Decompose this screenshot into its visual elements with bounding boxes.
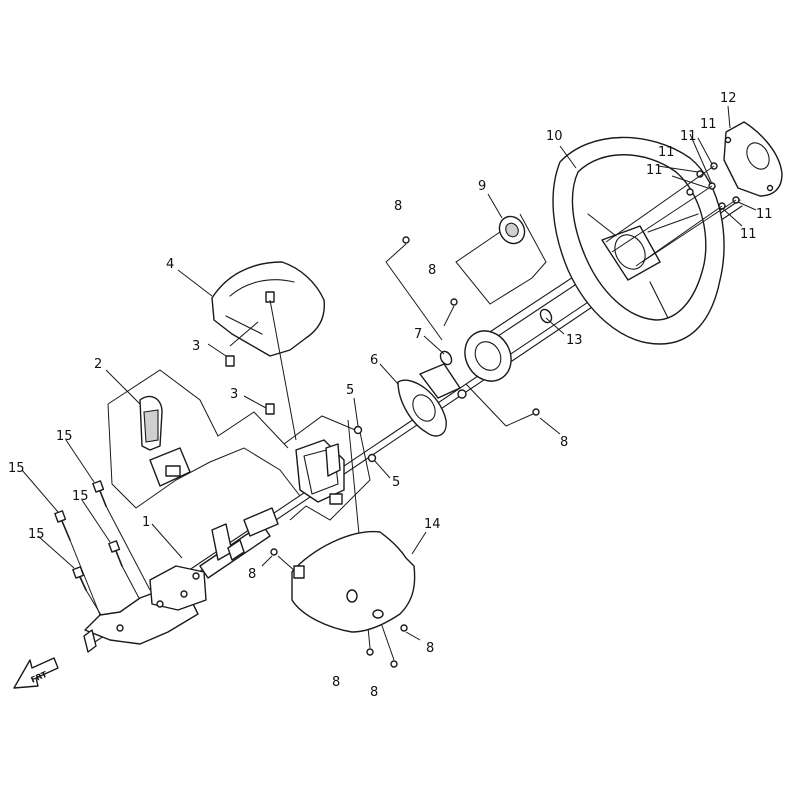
bolt-15 (54, 510, 103, 621)
callout-11: 11 (700, 117, 717, 132)
callout-5: 5 (392, 475, 400, 490)
callout-8: 8 (248, 567, 256, 582)
callout-11: 11 (680, 129, 697, 144)
spacer-ring (439, 350, 453, 366)
callout-8: 8 (332, 675, 340, 690)
callout-8: 8 (560, 435, 568, 450)
callout-8: 8 (428, 263, 436, 278)
callout-5: 5 (346, 383, 354, 398)
callout-8: 8 (370, 685, 378, 700)
callout-11: 11 (756, 207, 773, 222)
callout-7: 7 (414, 327, 422, 342)
callout-11: 11 (658, 145, 675, 160)
screw-5-group (353, 425, 377, 463)
bolt-15 (92, 480, 151, 591)
steering-wheel-cover (723, 121, 783, 197)
callout-4: 4 (166, 257, 174, 272)
callout-9: 9 (478, 179, 486, 194)
callout-leaders (21, 105, 757, 641)
upper-column-cover (211, 261, 325, 441)
steering-nut-washer (464, 308, 553, 382)
callout-3: 3 (192, 339, 200, 354)
combination-switch (283, 415, 371, 521)
callout-11: 11 (646, 163, 663, 178)
callout-labels: 1 2 3 3 4 5 5 6 7 8 8 8 8 8 8 8 9 10 11 … (8, 91, 773, 700)
bolt-15-group (54, 480, 151, 631)
callout-13: 13 (566, 333, 583, 348)
callout-15: 15 (56, 429, 73, 444)
horn-button-cap (455, 213, 547, 305)
callout-3: 3 (230, 387, 238, 402)
bolt-15 (108, 540, 141, 601)
callout-11: 11 (740, 227, 757, 242)
column-mounting-bracket (83, 565, 207, 653)
callout-6: 6 (370, 353, 378, 368)
hub-adapter (397, 363, 467, 437)
callout-15: 15 (28, 527, 45, 542)
column-tube (199, 507, 279, 579)
shift-lever (107, 369, 301, 509)
callout-15: 15 (72, 489, 89, 504)
callout-2: 2 (94, 357, 102, 372)
steering-wheel (552, 136, 725, 345)
callout-14: 14 (424, 517, 441, 532)
callout-1: 1 (142, 515, 150, 530)
callout-10: 10 (546, 129, 563, 144)
callout-12: 12 (720, 91, 737, 106)
callout-8: 8 (394, 199, 402, 214)
lower-column-cover (291, 530, 416, 633)
screw-11-group (605, 162, 740, 267)
front-direction-arrow-icon: FRT (13, 657, 59, 689)
callout-8: 8 (426, 641, 434, 656)
callout-15: 15 (8, 461, 25, 476)
